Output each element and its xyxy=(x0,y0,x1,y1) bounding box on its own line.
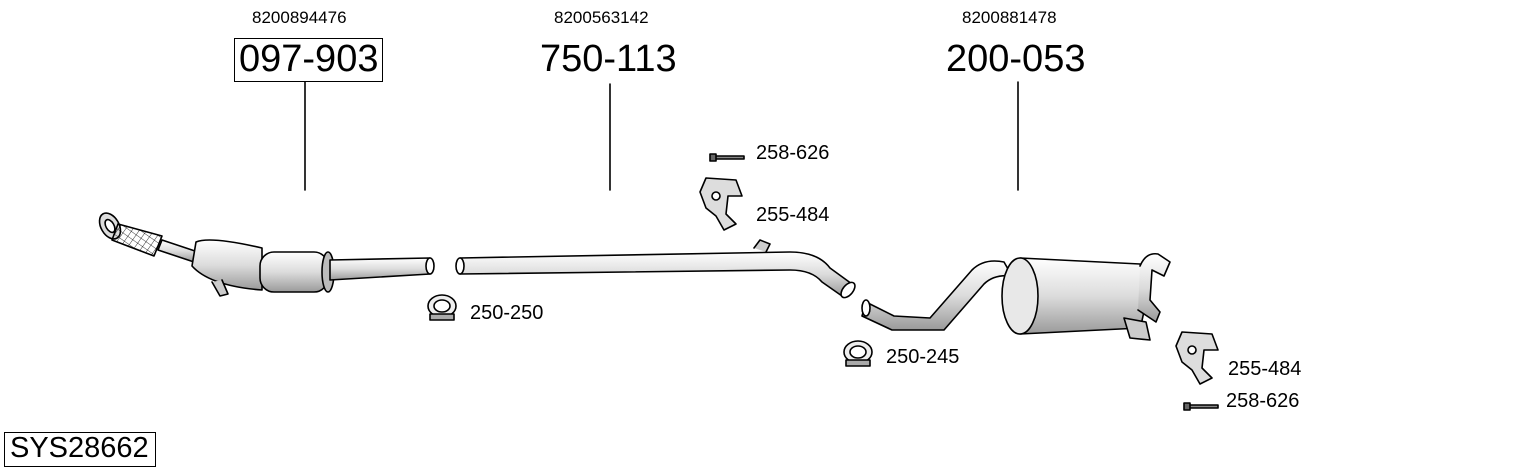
part-number-cat[interactable]: 097-903 xyxy=(234,38,384,82)
clamp-rear-icon xyxy=(843,340,873,367)
oem-number-rear: 8200881478 xyxy=(962,8,1057,27)
catalytic-converter xyxy=(98,212,435,297)
label-bolt-rear[interactable]: 258-626 xyxy=(1226,390,1300,412)
label-hanger-rear[interactable]: 255-484 xyxy=(1228,358,1302,380)
bolt-top-icon xyxy=(709,153,745,162)
part-number-mid[interactable]: 750-113 xyxy=(540,38,677,80)
hanger-top-icon xyxy=(699,177,743,231)
rear-silencer xyxy=(861,252,1171,341)
label-clamp-rear[interactable]: 250-245 xyxy=(886,346,960,368)
bolt-rear-icon xyxy=(1183,402,1219,411)
label-clamp-front[interactable]: 250-250 xyxy=(470,302,544,324)
label-hanger-top[interactable]: 255-484 xyxy=(756,204,830,226)
middle-pipe xyxy=(455,239,856,299)
clamp-front-icon xyxy=(427,294,457,321)
system-code: SYS28662 xyxy=(4,432,156,467)
hanger-rear-icon xyxy=(1175,331,1219,385)
label-bolt-top[interactable]: 258-626 xyxy=(756,142,830,164)
oem-number-mid: 8200563142 xyxy=(554,8,649,27)
oem-number-cat: 8200894476 xyxy=(252,8,347,27)
part-number-rear[interactable]: 200-053 xyxy=(946,38,1086,80)
